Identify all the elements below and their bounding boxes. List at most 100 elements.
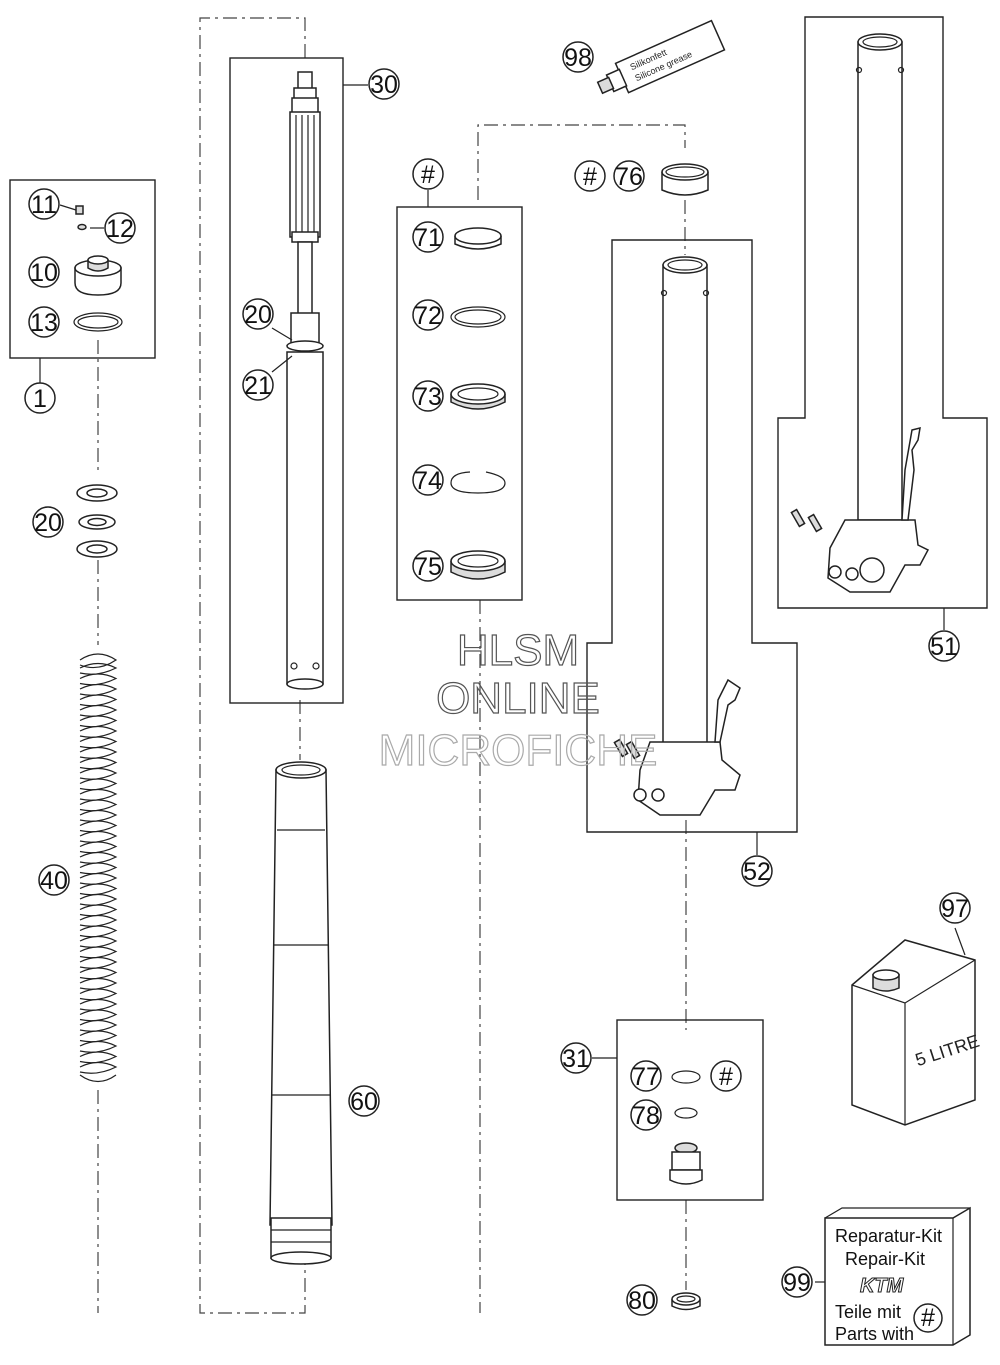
bushing-76-part [661, 163, 709, 196]
svg-text:#: # [921, 1304, 935, 1332]
spring-coil [79, 988, 118, 1001]
o-ring-77-part [671, 1070, 701, 1084]
callout-72[interactable]: 72 [412, 299, 444, 331]
svg-text:72: 72 [414, 302, 442, 330]
spring-coil [79, 841, 118, 854]
washers-20-part [76, 484, 118, 558]
callout-hash-kit[interactable]: # [412, 158, 444, 190]
spring-coil [79, 809, 118, 822]
callout-77[interactable]: 77 [630, 1060, 662, 1092]
callout-31[interactable]: 31 [560, 1042, 592, 1074]
callout-99[interactable]: 99 [781, 1266, 813, 1298]
repair-kit-99-part: Reparatur-Kit Repair-Kit KTM Teile mit P… [815, 1206, 971, 1346]
svg-text:52: 52 [743, 858, 771, 886]
grease-tube-98-part: Silikonfett Silicone grease [596, 19, 726, 95]
screw-11-part [59, 204, 84, 215]
spring-coil [79, 788, 118, 801]
callout-1[interactable]: 1 [24, 382, 56, 414]
callout-hash-repair-kit[interactable]: # [913, 1303, 943, 1333]
callout-76[interactable]: 76 [613, 160, 645, 192]
svg-text:76: 76 [615, 163, 643, 191]
callout-80[interactable]: 80 [626, 1284, 658, 1316]
callout-71[interactable]: 71 [412, 221, 444, 253]
callout-30[interactable]: 30 [368, 68, 400, 100]
watermark-line-3: MICROFICHE [379, 726, 658, 775]
callout-97[interactable]: 97 [939, 892, 971, 924]
spring-coil [79, 1040, 118, 1053]
spring-coil [79, 673, 118, 686]
washer-12-part [77, 223, 104, 231]
callout-hash-77[interactable]: # [710, 1060, 742, 1092]
callout-51[interactable]: 51 [928, 630, 960, 662]
spring-coil [79, 851, 118, 864]
svg-text:51: 51 [930, 633, 958, 661]
fork-leg-51-part [790, 33, 930, 593]
spring-coil [79, 1051, 118, 1064]
svg-text:#: # [583, 163, 597, 191]
spring-coil [79, 904, 118, 917]
callout-98[interactable]: 98 [562, 41, 594, 73]
svg-text:77: 77 [632, 1063, 660, 1091]
callout-12[interactable]: 12 [104, 212, 136, 244]
svg-text:98: 98 [564, 44, 592, 72]
spring-coil [79, 935, 118, 948]
callout-74[interactable]: 74 [412, 464, 444, 496]
svg-text:10: 10 [30, 259, 58, 287]
svg-text:31: 31 [562, 1045, 590, 1073]
spring-coil [79, 820, 118, 833]
o-ring-13-part [73, 312, 123, 332]
o-ring-78-part [674, 1107, 698, 1119]
svg-text:#: # [719, 1063, 733, 1091]
spring-coil [79, 746, 118, 759]
callout-73[interactable]: 73 [412, 380, 444, 412]
callout-60[interactable]: 60 [348, 1085, 380, 1117]
watermark-line-2: ONLINE [436, 674, 600, 723]
callout-11[interactable]: 11 [28, 188, 60, 220]
spring-coil [79, 767, 118, 780]
callouts: 1 11 12 10 13 20 40 30 20 21 60 # 71 72 … [24, 41, 971, 1333]
svg-text:99: 99 [783, 1269, 811, 1297]
callout-52[interactable]: 52 [741, 855, 773, 887]
svg-text:75: 75 [414, 553, 442, 581]
svg-text:12: 12 [106, 215, 134, 243]
spring-coil [79, 694, 118, 707]
callout-hash-76[interactable]: # [574, 160, 606, 192]
spring-coil [79, 830, 118, 843]
repair-kit-title-en: Repair-Kit [845, 1249, 925, 1269]
repair-kit-parts-en: Parts with [835, 1324, 914, 1344]
spring-coil [79, 683, 118, 696]
fork-leg-52-part [613, 256, 741, 816]
svg-text:20: 20 [244, 301, 272, 329]
washer-72-part [450, 306, 506, 328]
bushing-71-part [454, 227, 502, 250]
spring-coil [79, 778, 118, 791]
screw-cap-10-part [74, 255, 122, 296]
callout-20-washers[interactable]: 20 [32, 506, 64, 538]
callout-10[interactable]: 10 [28, 256, 60, 288]
spring-coil [79, 725, 118, 738]
callout-78[interactable]: 78 [630, 1099, 662, 1131]
spring-coil [79, 736, 118, 749]
spring-coil [79, 704, 118, 717]
group-box-31 [592, 1019, 764, 1201]
spring-coil [79, 1009, 118, 1022]
spring-coil [79, 925, 118, 938]
spring-coil [79, 1061, 118, 1074]
svg-text:30: 30 [370, 71, 398, 99]
callout-21[interactable]: 21 [242, 369, 274, 401]
callout-40[interactable]: 40 [38, 864, 70, 896]
svg-text:1: 1 [33, 385, 47, 413]
spring-coil [79, 883, 118, 896]
spring-coil [79, 977, 118, 990]
svg-text:60: 60 [350, 1088, 378, 1116]
svg-text:11: 11 [31, 191, 57, 219]
callout-13[interactable]: 13 [28, 306, 60, 338]
cap-80-part [671, 1292, 701, 1311]
watermark: HLSM ONLINE MICROFICHE [378, 625, 658, 775]
callout-20-cartridge[interactable]: 20 [242, 298, 274, 330]
svg-text:#: # [421, 161, 435, 189]
callout-75[interactable]: 75 [412, 550, 444, 582]
spring-coil [79, 946, 118, 959]
seal-73-part [450, 383, 506, 410]
repair-kit-parts-de: Teile mit [835, 1302, 901, 1322]
